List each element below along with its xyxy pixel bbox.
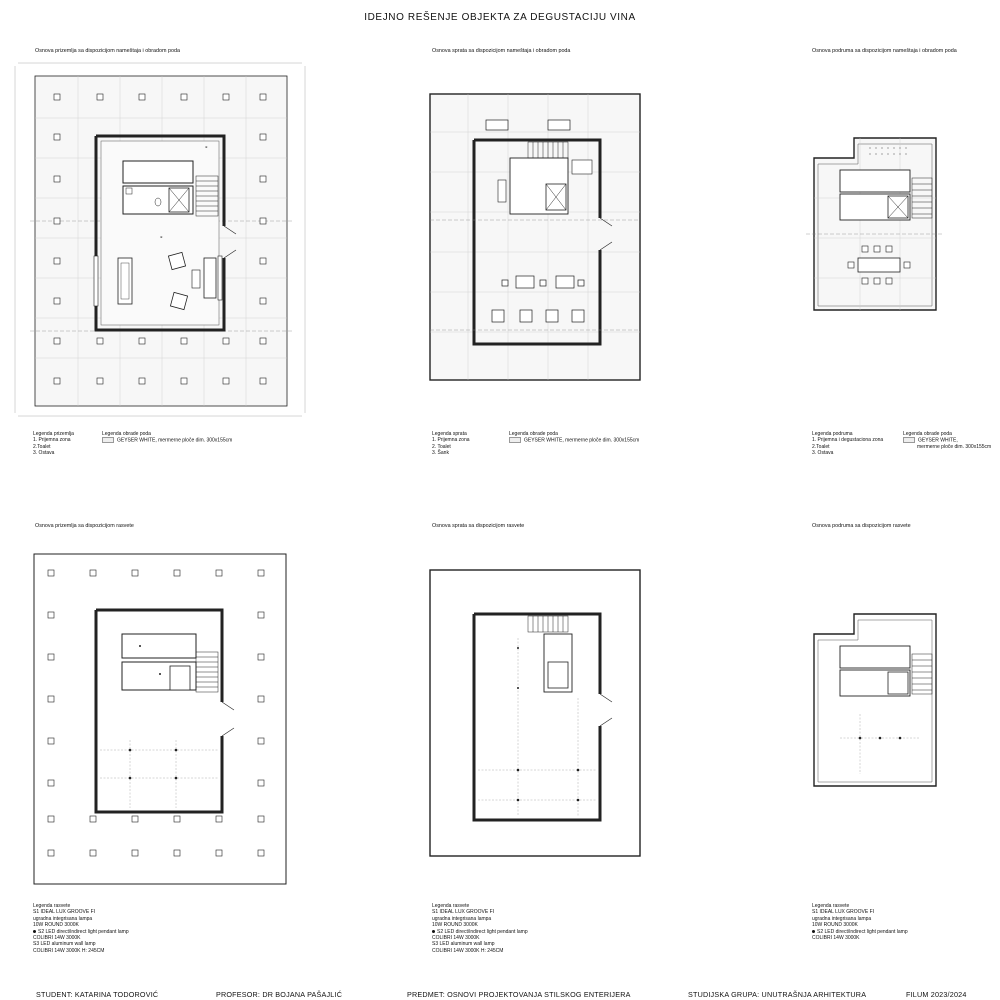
legend-item: 3. Ostava (812, 450, 834, 457)
marble-swatch (903, 437, 915, 444)
legend-title: Legenda prizemlja (33, 431, 74, 437)
legend-item: S3 LED aluminum wall lamp (33, 941, 96, 948)
footer-professor: PROFESOR: DR BOJANA PAŠAJLIĆ (216, 990, 343, 999)
svg-text:⊕: ⊕ (205, 145, 208, 149)
finish-legend-title: Legenda obrade poda (509, 431, 558, 437)
ground-lighting-title: Osnova prizemlja sa dispozicijom rasvete (35, 523, 134, 529)
upper-furniture-title: Osnova sprata sa dispozicijom nameštaja … (432, 48, 571, 54)
legend-item: 3. Šank (432, 450, 449, 457)
basement-lighting-title: Osnova podruma sa dispozicijom rasvete (812, 523, 911, 529)
footer-faculty: FILUM 2023/2024 (906, 990, 967, 999)
legend-item: COLIBRI 14W 3000K (432, 935, 480, 942)
legend-item: S1 IDEAL LUX GROOVE FI (812, 909, 875, 916)
legend-item: ugradna integrisana lampa (812, 915, 872, 922)
upper-furniture-legend: Legenda sprata 1. Prijemna zona 2. Toale… (432, 431, 470, 457)
pendant-lamp-icon (33, 929, 36, 933)
legend-item: S3 LED aluminum wall lamp (432, 941, 495, 948)
legend-item: S2 LED direct/indirect light pendant lam… (38, 928, 129, 935)
upper-furniture-plan (428, 92, 644, 384)
legend-item: COLIBRI 14W 3000K H: 245CM (33, 947, 105, 954)
legend-item: 10W ROUND 3000K (33, 922, 79, 929)
legend-item: 10W ROUND 3000K (432, 922, 478, 929)
finish-item: mermerne ploče dim. 300x155cm (917, 444, 992, 451)
legend-item: 1. Prijemna i degustaciona zona (812, 437, 884, 444)
legend-item: 3. Ostava (33, 450, 55, 457)
finish-item: GEYSER WHITE, mermerne ploče dim. 300x15… (524, 437, 640, 444)
legend-item: 2. Toalet (432, 443, 451, 450)
svg-text:⊕: ⊕ (160, 235, 163, 239)
footer-subject: PREDMET: OSNOVI PROJEKTOVANJA STILSKOG E… (407, 990, 631, 999)
basement-furniture-plan (800, 118, 950, 328)
legend-item: 10W ROUND 3000K (812, 922, 858, 929)
finish-item: GEYSER WHITE, (918, 437, 958, 444)
legend-item: ugradna integrisana lampa (33, 915, 93, 922)
basement-lighting-legend: Legenda rasvete S1 IDEAL LUX GROOVE FI u… (812, 903, 908, 941)
legend-title: Legenda rasvete (812, 903, 850, 909)
finish-legend-title: Legenda obrade poda (903, 431, 952, 437)
upper-lighting-title: Osnova sprata sa dispozicijom rasvete (432, 523, 525, 529)
legend-item: S1 IDEAL LUX GROOVE FI (33, 909, 96, 916)
finish-legend-title: Legenda obrade poda (102, 431, 151, 437)
upper-lighting-plan (428, 568, 644, 860)
legend-item: S1 IDEAL LUX GROOVE FI (432, 909, 495, 916)
upper-finish-legend: Legenda obrade poda GEYSER WHITE, mermer… (509, 431, 639, 444)
legend-item: ugradna integrisana lampa (432, 915, 492, 922)
marble-swatch (509, 437, 521, 444)
ground-furniture-plan: ⊕ ⊕ (10, 58, 310, 428)
legend-title: Legenda rasvete (33, 903, 71, 909)
basement-lighting-plan (800, 594, 950, 804)
legend-item: 1. Prijemna zona (432, 437, 470, 444)
ground-lighting-legend: Legenda rasvete S1 IDEAL LUX GROOVE FI u… (33, 903, 129, 954)
finish-item: GEYSER WHITE, mermerne ploče dim. 300x15… (117, 437, 233, 444)
upper-lighting-legend: Legenda rasvete S1 IDEAL LUX GROOVE FI u… (432, 903, 528, 954)
legend-item: COLIBRI 14W 3000K (812, 935, 860, 942)
marble-swatch (102, 437, 114, 444)
ground-furniture-legend: Legenda prizemlja 1. Prijemna zona 2.Toa… (33, 431, 74, 457)
legend-item: S2 LED direct/indirect light pendant lam… (817, 928, 908, 935)
legend-item: 2.Toalet (812, 443, 830, 450)
pendant-lamp-icon (812, 929, 815, 933)
legend-item: 1. Prijemna zona (33, 437, 71, 444)
legend-title: Legenda rasvete (432, 903, 470, 909)
pendant-lamp-icon (432, 929, 435, 933)
sheet-title: IDEJNO REŠENJE OBJEKTA ZA DEGUSTACIJU VI… (364, 12, 636, 23)
legend-item: 2.Toalet (33, 443, 51, 450)
legend-item: COLIBRI 14W 3000K (33, 935, 81, 942)
footer-group: STUDIJSKA GRUPA: UNUTRAŠNJA ARHITEKTURA (688, 990, 867, 999)
legend-title: Legenda podruma (812, 431, 853, 437)
basement-furniture-title: Osnova podruma sa dispozicijom nameštaja… (812, 48, 957, 54)
footer-student: STUDENT: KATARINA TODOROVIĆ (36, 990, 159, 999)
legend-item: COLIBRI 14W 3000K H: 245CM (432, 947, 504, 954)
basement-furniture-legend: Legenda podruma 1. Prijemna i degustacio… (812, 431, 883, 457)
ground-lighting-plan (30, 550, 290, 890)
ground-furniture-title: Osnova prizemlja sa dispozicijom namešta… (35, 48, 181, 54)
basement-finish-legend: Legenda obrade poda GEYSER WHITE, mermer… (903, 431, 991, 451)
legend-item: S2 LED direct/indirect light pendant lam… (437, 928, 528, 935)
legend-title: Legenda sprata (432, 431, 467, 437)
ground-finish-legend: Legenda obrade poda GEYSER WHITE, mermer… (102, 431, 232, 444)
